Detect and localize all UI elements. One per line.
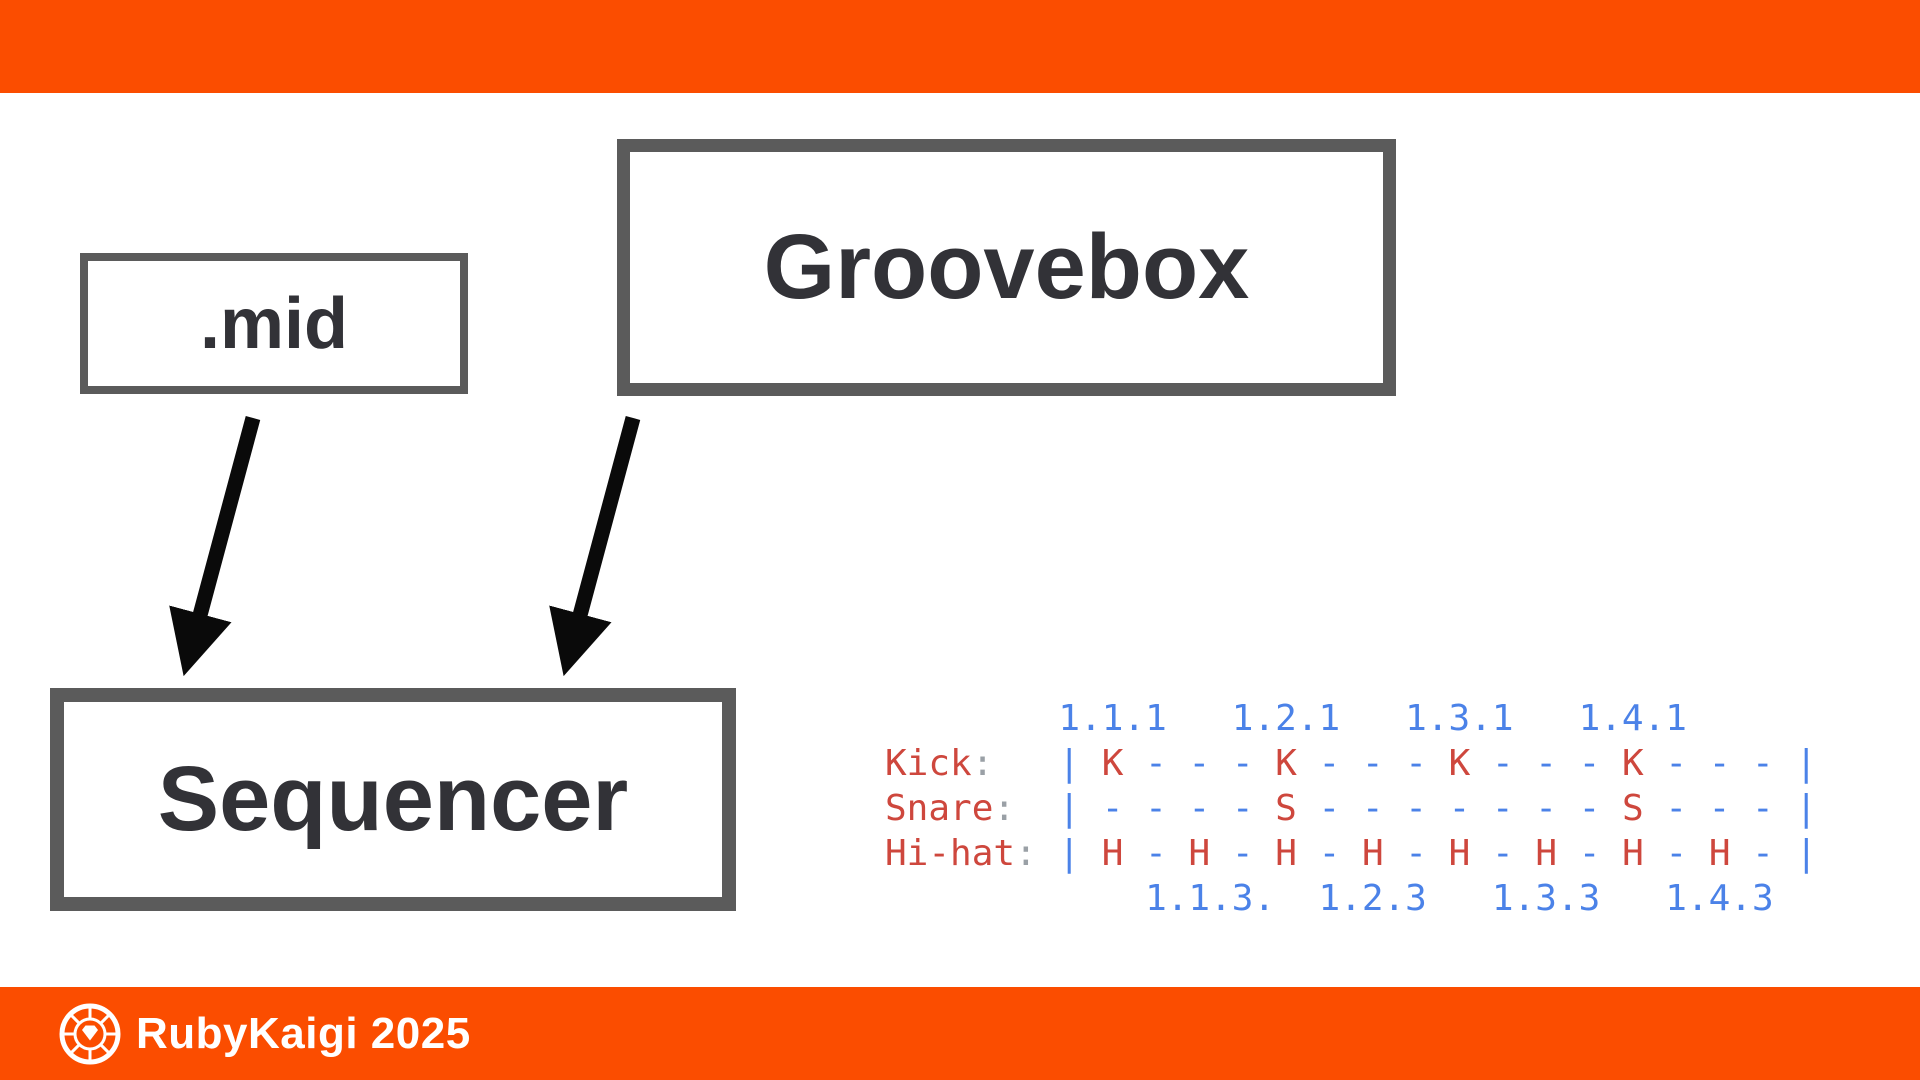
- footer-brand-label: RubyKaigi 2025: [136, 1008, 471, 1058]
- box-groovebox: Groovebox: [617, 139, 1396, 396]
- box-groovebox-label: Groovebox: [763, 216, 1250, 318]
- top-bar: [0, 0, 1920, 93]
- rubykaigi-logo-icon: [59, 1003, 121, 1064]
- box-mid-label: .mid: [199, 283, 348, 364]
- pattern-line-snare: Snare: | - - - - S - - - - - - - S - - -…: [885, 788, 1818, 829]
- box-sequencer-label: Sequencer: [157, 748, 629, 850]
- pattern-line-beat-ruler-bottom: 1.1.3. 1.2.3 1.3.3 1.4.3: [885, 878, 1774, 919]
- footer-bar: RubyKaigi 2025: [0, 987, 1920, 1080]
- pattern-line-hihat: Hi-hat: | H - H - H - H - H - H - H - H …: [885, 833, 1818, 874]
- pattern-line-beat-ruler-top: 1.1.1 1.2.1 1.3.1 1.4.1: [885, 698, 1687, 739]
- arrow-groovebox-to-sequencer: [549, 416, 641, 677]
- box-mid: .mid: [80, 253, 468, 394]
- box-sequencer: Sequencer: [50, 688, 736, 911]
- arrow-mid-to-sequencer: [169, 416, 261, 677]
- pattern-line-kick: Kick: | K - - - K - - - K - - - K - - - …: [885, 743, 1818, 784]
